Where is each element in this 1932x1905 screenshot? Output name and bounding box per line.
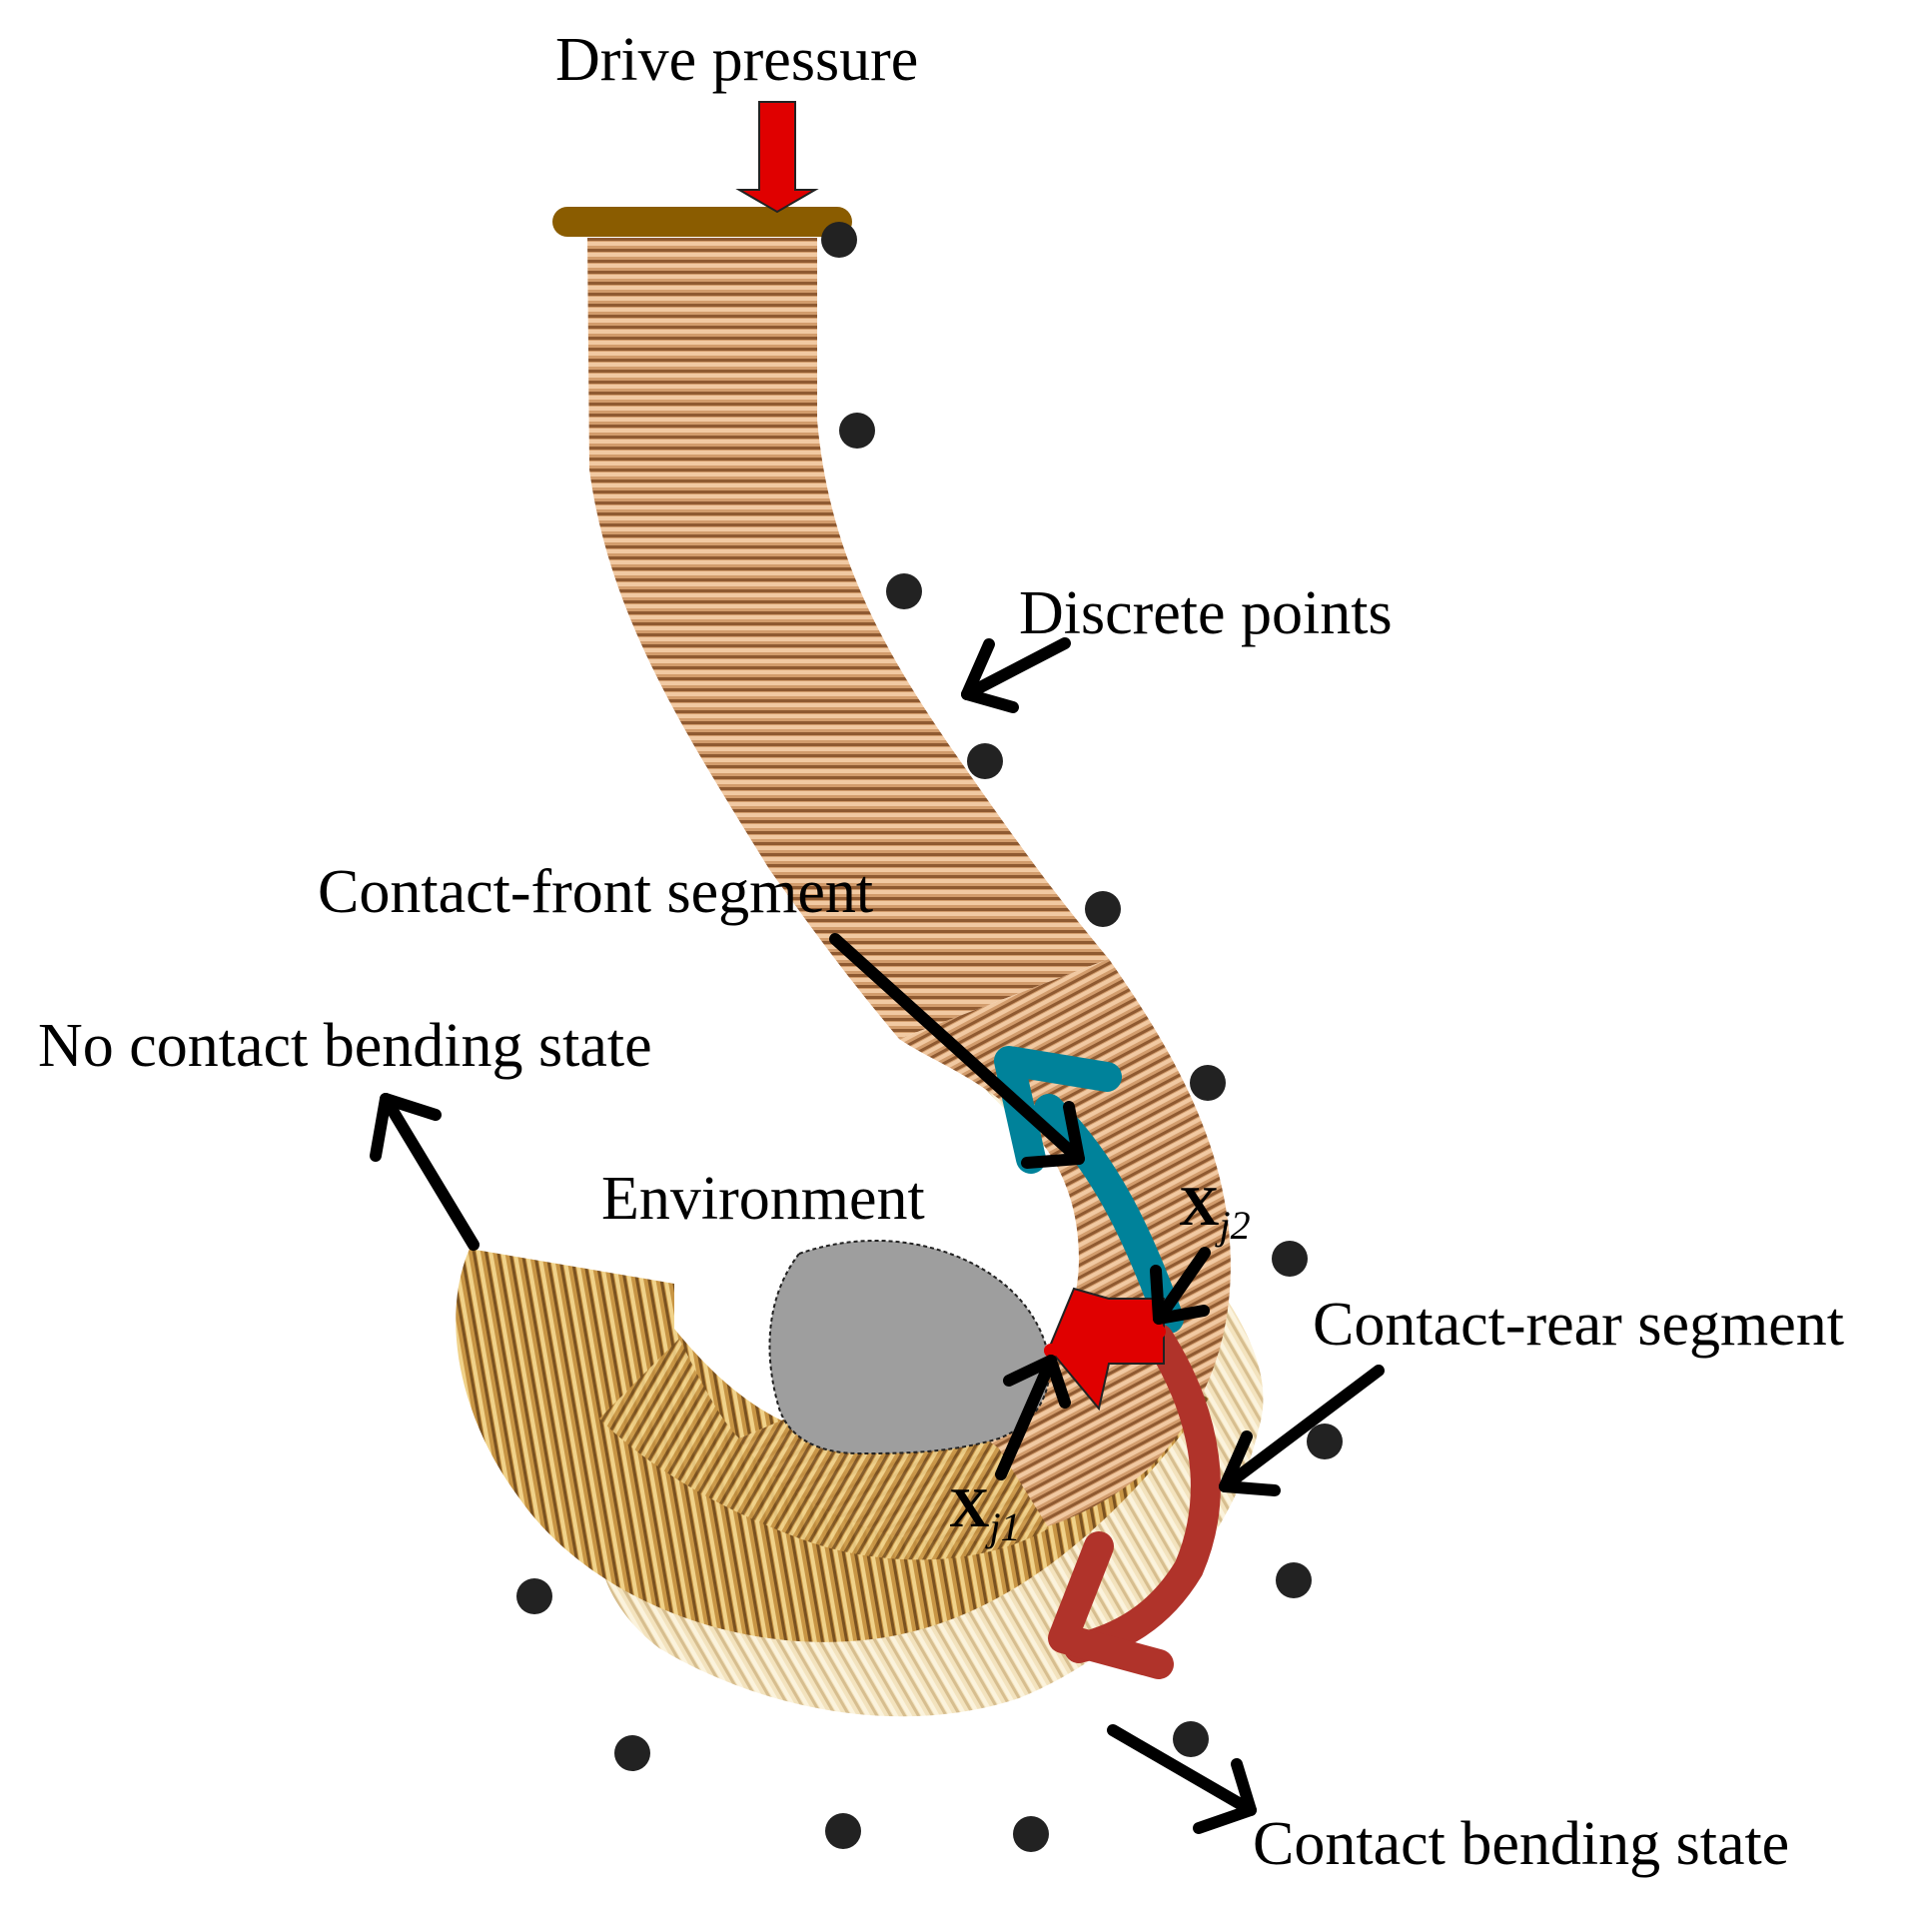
contact-rear-pointer bbox=[1219, 1365, 1385, 1492]
discrete-point bbox=[825, 1813, 861, 1849]
contact-bending-state-label: Contact bending state bbox=[1253, 1810, 1789, 1878]
contact-bending-pointer-head bbox=[1193, 1758, 1257, 1834]
contact-bending-pointer bbox=[1107, 1724, 1257, 1816]
contact-front-arrowhead bbox=[994, 1046, 1122, 1174]
discrete-points-pointer-head bbox=[961, 638, 1019, 713]
contact-force-arrow bbox=[1047, 1287, 1165, 1412]
contact-point-xj1 bbox=[1044, 1344, 1058, 1358]
discrete-point bbox=[1013, 1816, 1049, 1852]
discrete-point bbox=[967, 743, 1003, 779]
xj1-label-main: X bbox=[949, 1477, 989, 1539]
environment-obstacle bbox=[768, 1240, 1051, 1455]
xj1-label: Xj1 bbox=[949, 1477, 1021, 1549]
pointer-arrows bbox=[370, 637, 1385, 1834]
no-contact-bending-state-label: No contact bending state bbox=[38, 1012, 652, 1080]
discrete-point bbox=[839, 413, 875, 449]
discrete-point bbox=[1276, 1562, 1312, 1598]
discrete-point bbox=[614, 1735, 650, 1771]
no-contact-pointer-head bbox=[370, 1093, 442, 1162]
discrete-point bbox=[1173, 1721, 1209, 1757]
contact-rear-pointer-head bbox=[1219, 1430, 1281, 1496]
xj2-pointer-head bbox=[1150, 1265, 1210, 1325]
discrete-point bbox=[1272, 1241, 1308, 1277]
xj2-label-main: X bbox=[1179, 1176, 1219, 1238]
discrete-point bbox=[821, 222, 857, 258]
contact-front-pointer bbox=[829, 933, 1085, 1165]
drive-pressure-label: Drive pressure bbox=[555, 26, 918, 94]
discrete-point bbox=[886, 573, 922, 609]
no-contact-pointer bbox=[380, 1093, 480, 1251]
discrete-points bbox=[516, 222, 1343, 1852]
xj2-pointer bbox=[1153, 1247, 1211, 1325]
xj1-pointer-head bbox=[1003, 1355, 1071, 1409]
discrete-points-pointer bbox=[961, 637, 1071, 700]
contact-point-xj2 bbox=[1152, 1325, 1166, 1339]
contact-rear-segment-label: Contact-rear segment bbox=[1313, 1291, 1844, 1359]
discrete-point bbox=[1190, 1065, 1226, 1101]
contact-rear-arrowhead bbox=[1048, 1531, 1174, 1679]
xj1-label-sub: j1 bbox=[984, 1504, 1020, 1549]
contact-front-segment-label: Contact-front segment bbox=[318, 858, 873, 926]
xj1-pointer bbox=[995, 1355, 1057, 1480]
contact-front-pointer-head bbox=[1021, 1101, 1085, 1169]
drive-pressure-arrow bbox=[735, 101, 819, 214]
contact-rear-segment-arrow bbox=[1064, 1324, 1221, 1663]
discrete-point bbox=[1085, 891, 1121, 927]
xj2-label-sub: j2 bbox=[1214, 1203, 1250, 1248]
discrete-point bbox=[516, 1578, 552, 1614]
actuator-tube-upper bbox=[587, 238, 1109, 1039]
discrete-point bbox=[1307, 1424, 1343, 1459]
environment-label: Environment bbox=[601, 1165, 925, 1233]
xj2-label: Xj2 bbox=[1179, 1176, 1251, 1248]
discrete-points-label: Discrete points bbox=[1019, 579, 1393, 647]
